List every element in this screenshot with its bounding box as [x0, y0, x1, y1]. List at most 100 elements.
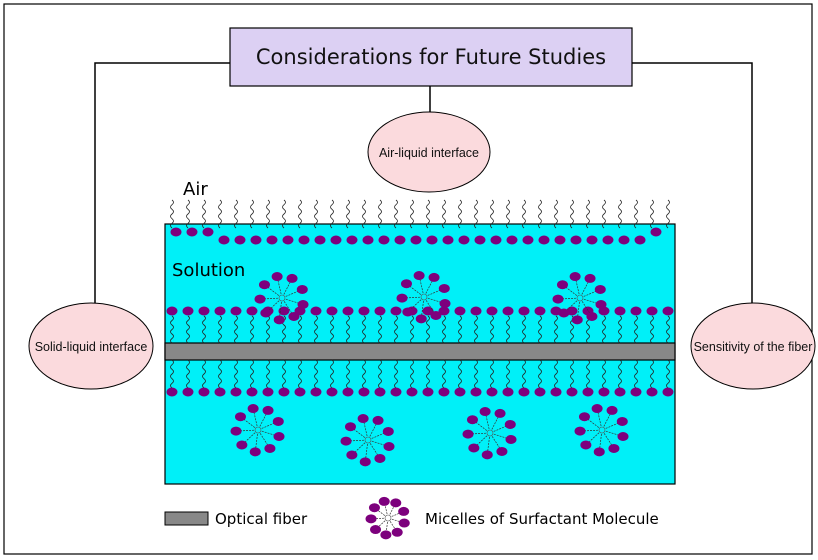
- fiber-bottom-head: [166, 387, 178, 397]
- micelle-lower-head: [340, 436, 352, 446]
- micelle-upper-tail: [583, 298, 598, 304]
- fiber-bottom-head: [614, 387, 626, 397]
- surface-head: [554, 235, 566, 245]
- micelle-lower-head: [383, 442, 395, 452]
- micelle-lower-head: [357, 414, 369, 424]
- fiber-top-tail: [314, 315, 318, 344]
- fiber-bottom-head: [262, 387, 274, 397]
- legend-micelle-head: [370, 525, 382, 535]
- fiber-bottom-tail: [330, 359, 334, 389]
- micelle-lower-head: [578, 412, 590, 422]
- micelle-upper-head: [402, 307, 414, 317]
- fiber-bottom-tail: [362, 359, 366, 389]
- surface-head: [426, 235, 438, 245]
- fiber-bottom-tail: [250, 359, 254, 389]
- micelle-upper-core: [278, 294, 286, 302]
- fiber-bottom-head: [358, 387, 370, 397]
- fiber-bottom-head: [246, 387, 258, 397]
- fiber-top-tail: [346, 315, 350, 344]
- fiber-bottom-head: [278, 387, 290, 397]
- fiber-top-head: [534, 306, 546, 316]
- air-tail: [202, 199, 206, 229]
- fiber-top-tail: [234, 315, 238, 344]
- fiber-bottom-head: [566, 387, 578, 397]
- fiber-bottom-tail: [570, 359, 574, 389]
- fiber-bottom-tail: [522, 359, 526, 389]
- legend: Optical fiber Micelles of Surfactant Mol…: [164, 496, 659, 540]
- micelle-lower-head: [616, 416, 628, 426]
- micelle-lower-head: [247, 404, 259, 414]
- micelle-lower-tail: [240, 429, 255, 432]
- surface-head: [202, 227, 214, 237]
- micelle-upper-tail: [279, 301, 282, 316]
- fiber-bottom-head: [518, 387, 530, 397]
- air-tail: [394, 199, 398, 229]
- micelle-lower-tail: [371, 440, 386, 446]
- surface-head: [474, 235, 486, 245]
- micelle-lower-tail: [476, 435, 488, 446]
- air-tail: [314, 199, 318, 229]
- micelle-lower-tail: [244, 432, 256, 443]
- fiber-bottom-tail: [586, 359, 590, 389]
- micelle-upper-tail: [410, 299, 422, 310]
- micelle-lower-head: [505, 435, 517, 445]
- micelle-lower-tail: [605, 430, 620, 436]
- micelle-upper-head: [288, 311, 300, 321]
- fiber-bottom-head: [326, 387, 338, 397]
- micelle-lower-head: [580, 440, 592, 450]
- micelle-upper-head: [296, 284, 308, 294]
- legend-micelle-label: Micelles of Surfactant Molecule: [425, 510, 659, 528]
- solid-liquid-label: Solid-liquid interface: [35, 340, 148, 354]
- air-label: Air: [183, 179, 208, 200]
- micelle-lower-head: [382, 426, 394, 436]
- fiber-bottom-tail: [490, 359, 494, 389]
- fiber-top-tail: [618, 315, 622, 344]
- fiber-bottom-tail: [282, 359, 286, 389]
- micelle-lower-tail: [369, 443, 379, 456]
- air-tail: [586, 199, 590, 229]
- legend-micelle-tail: [384, 505, 388, 515]
- fiber-top-tail: [426, 315, 430, 344]
- micelle-lower-head: [462, 429, 474, 439]
- micelle-upper-head: [584, 273, 596, 283]
- micelle-upper-head: [258, 280, 270, 290]
- micelle-lower-head: [346, 450, 358, 460]
- fiber-bottom-head: [486, 387, 498, 397]
- micelle-upper-head: [297, 300, 309, 310]
- solution-label: Solution: [172, 260, 245, 281]
- micelle-upper-head: [586, 311, 598, 321]
- micelle-lower-tail: [605, 422, 619, 429]
- fiber-top-tail: [554, 315, 558, 344]
- micelle-lower-tail: [353, 428, 366, 438]
- micelle-lower-head: [494, 408, 506, 418]
- fiber-top-head: [342, 306, 354, 316]
- air-tail: [458, 199, 462, 229]
- fiber-bottom-tail: [618, 359, 622, 389]
- fiber-top-head: [214, 306, 226, 316]
- micelle-upper-tail: [575, 280, 580, 295]
- micelle-lower-head: [359, 457, 371, 467]
- micelle-upper-head: [415, 314, 427, 324]
- surfactant-molecules: [166, 199, 674, 467]
- fiber-bottom-head: [534, 387, 546, 397]
- fiber-top-head: [614, 306, 626, 316]
- legend-micelle-tail: [377, 509, 386, 516]
- ellipse-air-liquid: Air-liquid interface: [367, 111, 491, 193]
- micelle-upper-tail: [283, 281, 291, 295]
- fiber-top-head: [198, 306, 210, 316]
- fiber-bottom-head: [374, 387, 386, 397]
- title-box: Considerations for Future Studies: [229, 27, 633, 87]
- surface-head: [490, 235, 502, 245]
- air-tail: [554, 199, 558, 229]
- micelle-upper-head: [595, 300, 607, 310]
- micelle-upper-head: [428, 272, 440, 282]
- surface-head: [586, 235, 598, 245]
- fiber-bottom-tail: [394, 359, 398, 389]
- air-tail: [282, 199, 286, 229]
- micelle-upper-head: [413, 271, 425, 281]
- micelle-lower-head: [262, 405, 274, 415]
- micelle-lower-head: [372, 415, 384, 425]
- air-tail: [266, 199, 270, 229]
- micelle-lower-head: [466, 415, 478, 425]
- air-tail: [650, 199, 654, 229]
